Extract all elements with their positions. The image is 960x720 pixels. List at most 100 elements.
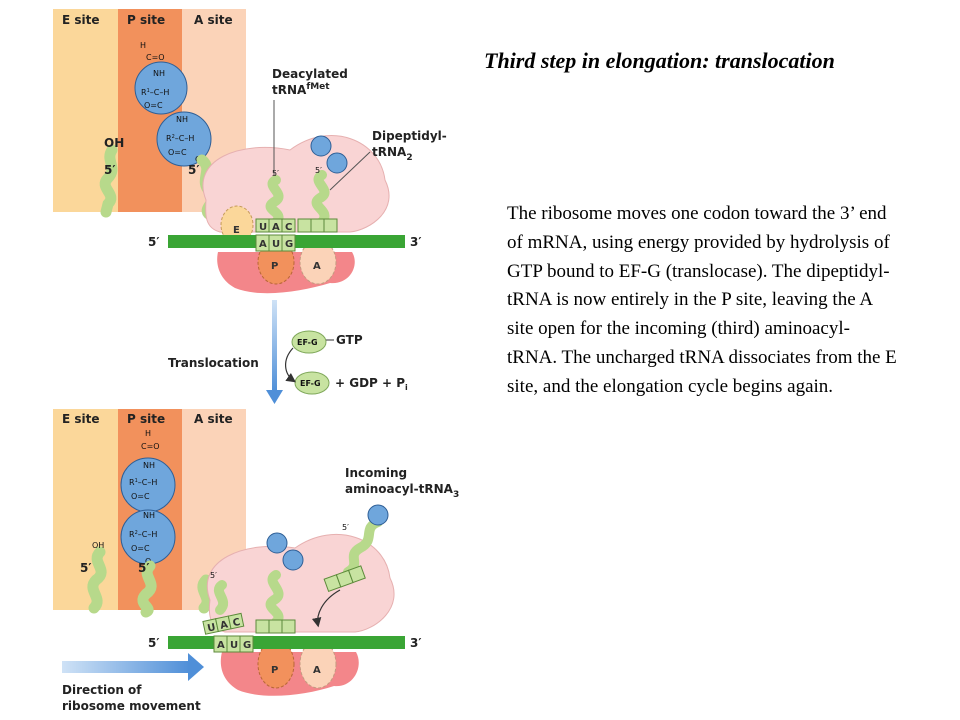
top-chem-c-o-1: C=O [146, 53, 165, 62]
bottom-codon-u: U [230, 640, 238, 651]
bottom-anticodon-a: A [219, 619, 229, 631]
gdp-label: + GDP + Pi [335, 376, 408, 392]
bottom-a-site-label: A site [194, 412, 233, 426]
bottom-codon: A U G [213, 635, 254, 653]
bottom-incoming-trna-label: aminoacyl-tRNA3 [345, 482, 459, 500]
bottom-ribosome-large-subunit [206, 533, 395, 633]
direction-label-line1: Direction of [62, 683, 142, 697]
bottom-trna-p-site [137, 560, 157, 618]
gtp-label: GTP [336, 333, 363, 347]
top-amino-acid-ball-1 [310, 135, 332, 157]
top-five-prime-trna-2: 5′ [315, 166, 322, 175]
bottom-mrna-strand [168, 636, 405, 649]
bottom-dipeptidyl-trna [265, 570, 284, 627]
top-chem-r1: R1–C–H [141, 88, 169, 97]
bottom-chem-nh-1: NH [143, 461, 155, 470]
top-deacylated-trna [265, 175, 284, 227]
bottom-five-prime-trna-1: 5′ [210, 571, 217, 580]
bottom-incoming-trna [343, 517, 383, 577]
top-dipeptidyl-label: Dipeptidyl- [372, 129, 447, 143]
top-five-prime-trna-1: 5′ [272, 169, 279, 178]
top-anticodon-c: C [285, 222, 292, 233]
bottom-incoming-arrow [311, 589, 341, 628]
direction-label-line2: ribosome movement [62, 699, 201, 713]
top-deacylated-trna-label: tRNAfMet [272, 82, 330, 97]
bottom-dipeptide-chain: H C=O NH R1–C–H O=C NH R2–C–H O=C O [120, 429, 176, 566]
bottom-panel: E site P site A site H C=O NH R1–C–H O=C… [53, 409, 459, 713]
bottom-amino-acid-ball-1 [266, 532, 288, 554]
translocation-arrow-head [266, 390, 283, 404]
top-trna-e-site [99, 144, 118, 218]
efg-label-bottom: EF-G [300, 379, 321, 388]
bottom-e-site-band [53, 409, 118, 610]
top-amino-acid-ball-2 [326, 152, 348, 174]
slide-body-text: The ribosome moves one codon toward the … [507, 203, 897, 397]
top-panel: E site P site A site H C=O NH R1–C–H O=C… [53, 9, 447, 294]
top-a-pocket-label: A [313, 261, 321, 272]
bottom-oh-label: OH [92, 541, 104, 550]
bottom-trna-a-site [197, 574, 213, 614]
top-a-site-pocket [299, 239, 337, 285]
bottom-anticodon-c: C [232, 617, 241, 629]
top-anticodon-u: U [259, 222, 267, 233]
bottom-chem-nh-2: NH [143, 511, 155, 520]
bottom-five-prime-e: 5′ [80, 561, 92, 575]
translocation-label: Translocation [168, 356, 259, 370]
top-chem-h: H [140, 41, 146, 50]
top-codon-g: G [285, 239, 293, 250]
top-p-site-label: P site [127, 13, 165, 27]
direction-arrow-shaft [62, 661, 190, 673]
bottom-chem-o-c-2: O=C [131, 544, 150, 553]
direction-arrow-head [188, 653, 204, 681]
top-a-site-label: A site [194, 13, 233, 27]
bottom-incoming-label: Incoming [345, 466, 407, 480]
top-amino-acid-1 [134, 61, 188, 115]
top-codon: A U G [255, 234, 296, 252]
bottom-trna-e-site [87, 546, 107, 614]
bottom-leaving-trna [213, 580, 229, 615]
top-dipeptide-chain: H C=O NH R1–C–H O=C NH R2–C–H O=C O [134, 41, 212, 167]
bottom-p-pocket-label: P [271, 665, 278, 676]
bottom-chem-r2: R2–C–H [129, 530, 157, 539]
top-mrna-5-prime: 5′ [148, 235, 160, 249]
top-e-pocket-label: E [233, 225, 240, 236]
bottom-incoming-amino-acid [367, 504, 389, 526]
bottom-incoming-anticodon [323, 565, 366, 593]
bottom-chem-h: H [145, 429, 151, 438]
top-codon-a: A [259, 239, 267, 250]
bottom-codon-g: G [243, 640, 251, 651]
bottom-departing-anticodon: U A C [202, 612, 245, 635]
top-chem-o-c-1: O=C [144, 101, 163, 110]
top-anticodon-a: A [272, 222, 280, 233]
bottom-chem-c-o-1: C=O [141, 442, 160, 451]
top-chem-nh-1: NH [153, 69, 165, 78]
bottom-mrna-5-prime: 5′ [148, 636, 160, 650]
slide-title: Third step in elongation: translocation [484, 48, 835, 73]
bottom-five-prime-trna-2: 5′ [342, 523, 349, 532]
bottom-a-pocket-label: A [313, 665, 321, 676]
bottom-chem-r1: R1–C–H [129, 478, 157, 487]
top-p-pocket-label: P [271, 261, 278, 272]
top-chem-r2: R2–C–H [166, 134, 194, 143]
translocation-arrow-shaft [272, 300, 277, 392]
top-e-site-label: E site [62, 13, 100, 27]
top-five-prime-e: 5′ [104, 163, 116, 177]
top-codon-u: U [272, 239, 280, 250]
top-deacylated-label: Deacylated [272, 67, 348, 81]
bottom-p-site-anticodon [255, 619, 296, 634]
bottom-amino-acid-ball-2 [282, 549, 304, 571]
top-amino-acid-2 [156, 111, 212, 167]
top-chem-nh-2: NH [176, 115, 188, 124]
top-oh-label: OH [104, 136, 124, 150]
efg-gdp-bubble [294, 371, 330, 395]
top-five-prime-p: 5′ [188, 163, 200, 177]
bottom-p-site-pocket [257, 639, 295, 689]
top-chem-o-c-2: O=C [168, 148, 187, 157]
top-dipeptidyl-pointer [329, 151, 371, 191]
top-mrna-3-prime: 3′ [410, 235, 422, 249]
bottom-five-prime-p: 5′ [138, 561, 150, 575]
bottom-mrna-3-prime: 3′ [410, 636, 422, 650]
bottom-p-site-label: P site [127, 412, 165, 426]
efg-gtp-bubble [291, 330, 327, 354]
